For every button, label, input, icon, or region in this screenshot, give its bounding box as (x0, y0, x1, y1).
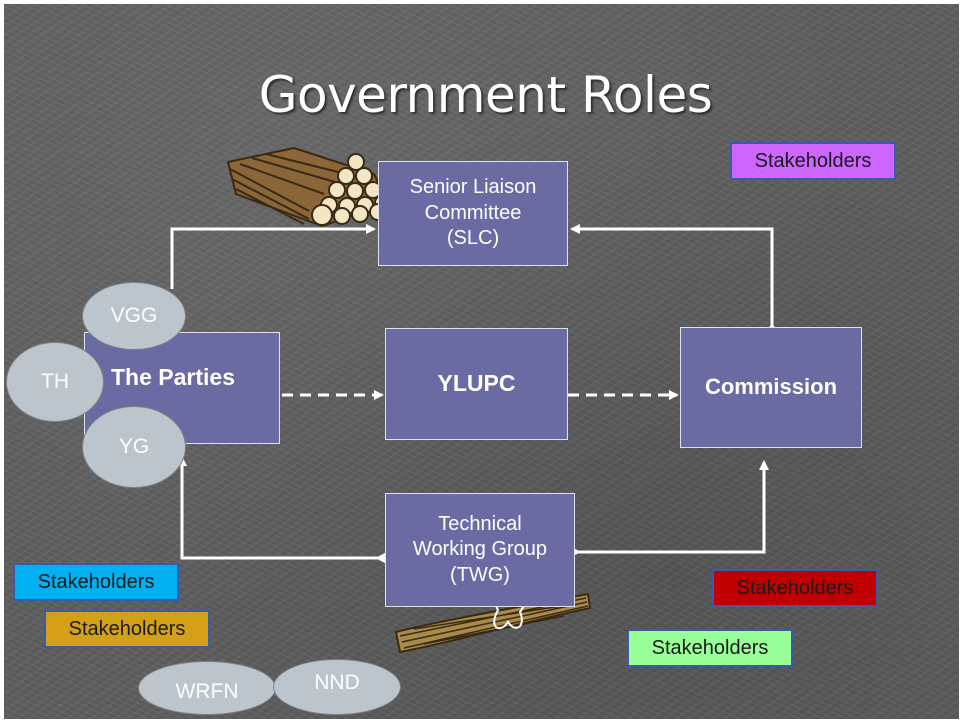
stakeholders-tag-blue: Stakeholders (13, 563, 179, 601)
wrfn-label: WRFN (175, 680, 239, 703)
slc-label-line2: Committee (424, 201, 522, 224)
stakeholders-label: Stakeholders (736, 576, 854, 599)
commission-label: Commission (704, 374, 838, 400)
nnd-label: NND (314, 671, 360, 694)
stakeholders-label: Stakeholders (651, 636, 769, 659)
twg-label-line1: Technical (438, 512, 522, 535)
stakeholders-tag-gold: Stakeholders (44, 610, 210, 648)
twg-box: Technical Working Group (TWG) (385, 493, 575, 607)
page-title: Government Roles (258, 66, 713, 124)
twg-label-line2: Working Group (412, 538, 548, 561)
wrfn-ellipse: WRFN (138, 661, 276, 715)
vgg-ellipse: VGG (82, 282, 186, 350)
commission-box: Commission (680, 327, 862, 448)
arrow-twg-to-commission (571, 460, 769, 557)
slc-label-line3: (SLC) (446, 227, 500, 250)
nnd-ellipse: NND (273, 659, 401, 715)
ylupc-label: YLUPC (437, 370, 516, 397)
slc-label-line1: Senior Liaison (409, 176, 537, 199)
stakeholders-label: Stakeholders (37, 570, 155, 593)
stakeholders-label: Stakeholders (754, 149, 872, 172)
th-ellipse: TH (6, 342, 104, 422)
slide-background: Government Roles Senior Liaison Committe… (4, 4, 959, 719)
stakeholders-label: Stakeholders (68, 617, 186, 640)
stakeholders-tag-red: Stakeholders (712, 569, 878, 607)
stakeholders-tag-purple: Stakeholders (730, 142, 896, 180)
arrow-parties-to-slc (170, 224, 376, 289)
log-pile-icon (226, 146, 400, 228)
yg-label: YG (118, 435, 150, 458)
yg-ellipse: YG (82, 406, 186, 488)
arrow-twg-to-parties (177, 456, 385, 563)
th-label: TH (41, 370, 69, 393)
parties-label: The Parties (111, 364, 235, 390)
slc-box: Senior Liaison Committee (SLC) (378, 161, 568, 266)
arrow-slc-to-commission (570, 224, 777, 332)
vgg-label: VGG (110, 304, 158, 327)
stakeholders-tag-green: Stakeholders (627, 629, 793, 667)
twg-label-line3: (TWG) (450, 563, 510, 586)
ylupc-box: YLUPC (385, 328, 568, 440)
